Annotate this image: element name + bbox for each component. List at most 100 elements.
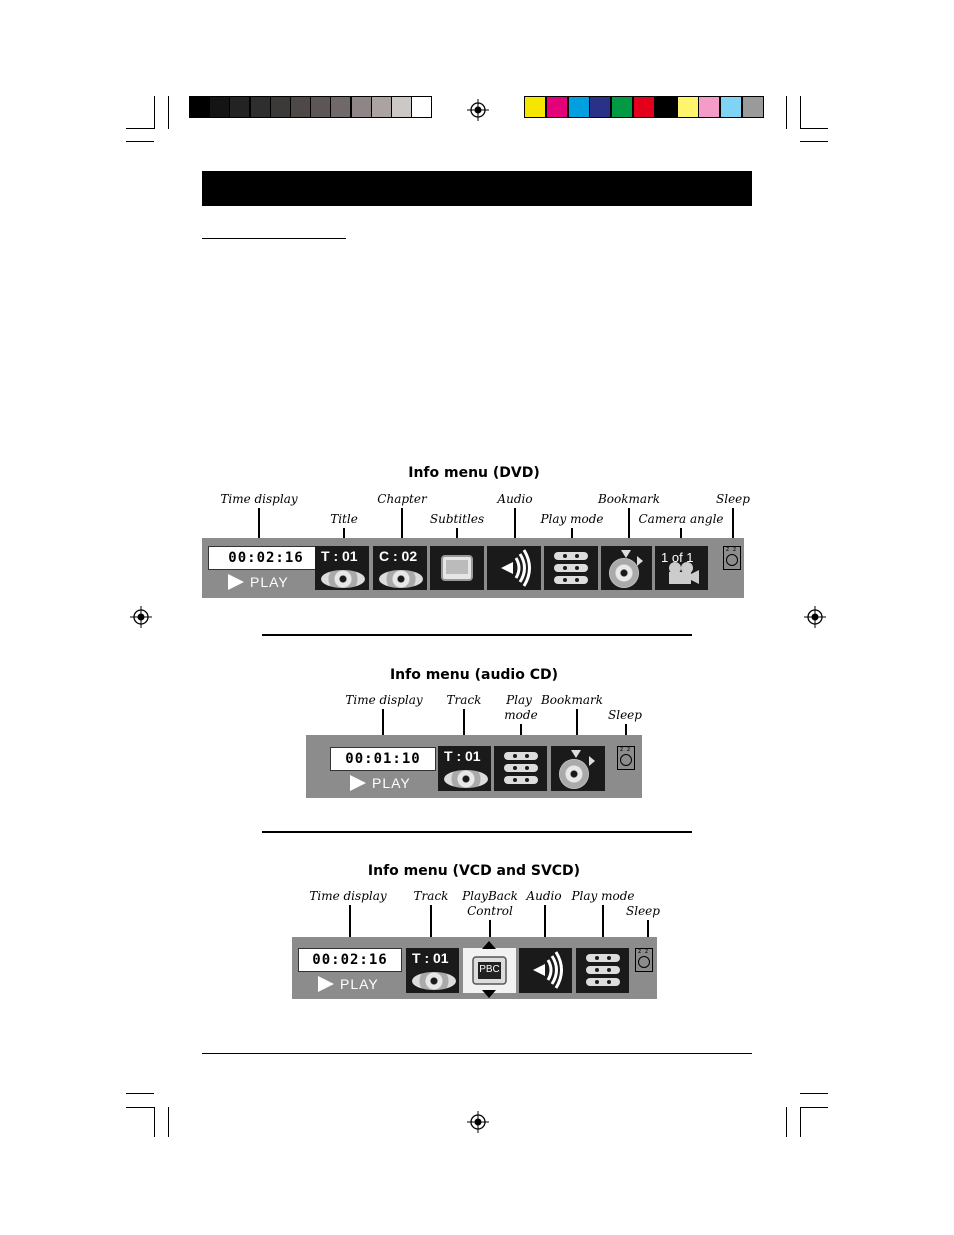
leader-line — [349, 905, 351, 950]
vcd-menu-title: Info menu (VCD and SVCD) — [367, 863, 581, 879]
track-value: T : 01 — [444, 748, 481, 764]
play-label: PLAY — [250, 574, 289, 590]
camera-angle-value: 1 of 1 — [661, 550, 694, 565]
color-swatch — [654, 96, 677, 118]
audio-icon — [501, 549, 531, 587]
registration-mark-icon — [467, 99, 489, 121]
pbc-button[interactable]: PBC — [463, 948, 516, 993]
color-swatch — [391, 96, 412, 118]
color-swatch — [370, 96, 392, 118]
camera-angle-button[interactable]: 1 of 1 — [655, 546, 708, 590]
sleep-button[interactable]: z z — [617, 746, 635, 770]
bookmark-icon — [621, 550, 643, 566]
bookmark-button[interactable] — [601, 546, 652, 590]
section-divider — [262, 634, 692, 636]
dvd-info-panel: 00:02:16 PLAY T : 01 C : 02 — [202, 538, 744, 598]
leader-line — [576, 709, 578, 749]
section-title-bar — [202, 171, 752, 206]
label-pbc: PlayBack — [462, 889, 518, 903]
play-mode-button[interactable] — [544, 546, 598, 590]
sleep-button[interactable]: z z — [635, 948, 653, 972]
color-swatch — [567, 96, 590, 118]
time-display-field[interactable]: 00:02:16 — [208, 546, 324, 570]
arrow-up-icon — [482, 941, 496, 949]
leader-line — [463, 709, 465, 749]
color-swatch — [589, 96, 612, 118]
label-title: Title — [330, 512, 358, 526]
color-swatch — [209, 96, 231, 118]
label-subtitles: Subtitles — [429, 512, 485, 526]
color-swatch — [524, 96, 546, 118]
play-status: PLAY — [350, 774, 411, 791]
color-swatch — [290, 96, 311, 118]
audio-button[interactable] — [487, 546, 541, 590]
play-mode-button[interactable] — [494, 746, 547, 791]
play-status: PLAY — [318, 975, 379, 992]
disc-icon — [609, 558, 639, 588]
play-icon — [350, 774, 366, 791]
play-label: PLAY — [340, 976, 379, 992]
color-swatch — [545, 96, 568, 118]
color-swatch — [720, 96, 743, 118]
color-swatch — [676, 96, 699, 118]
title-button[interactable]: T : 01 — [315, 546, 369, 590]
disc-icon — [379, 570, 423, 588]
time-display-field[interactable]: 00:01:10 — [330, 747, 436, 771]
audio-icon — [533, 951, 563, 989]
registration-mark-icon — [467, 1111, 489, 1133]
leader-line — [602, 905, 604, 950]
pbc-label: PBC — [479, 964, 500, 975]
title-value: T : 01 — [321, 548, 358, 564]
leader-line — [732, 508, 734, 548]
label-play-mode: Play — [506, 693, 532, 707]
leader-line — [514, 508, 516, 548]
leader-line — [544, 905, 546, 950]
label-bookmark: Bookmark — [597, 492, 661, 506]
registration-mark-icon — [804, 606, 826, 628]
leader-line — [430, 905, 432, 950]
track-value: T : 01 — [412, 950, 449, 966]
play-icon — [318, 975, 334, 992]
registration-mark-icon — [130, 606, 152, 628]
time-display-field[interactable]: 00:02:16 — [298, 948, 402, 972]
play-mode-icon — [554, 552, 588, 584]
bookmark-button[interactable] — [551, 746, 605, 791]
label-time-display: Time display — [220, 492, 298, 506]
disc-icon — [444, 770, 488, 788]
audio-cd-menu-title: Info menu (audio CD) — [389, 667, 559, 683]
play-mode-icon — [504, 752, 538, 784]
clock-icon — [620, 754, 632, 766]
play-mode-button[interactable] — [576, 948, 629, 993]
color-swatch — [698, 96, 721, 118]
label-bookmark: Bookmark — [540, 693, 604, 707]
bookmark-icon — [571, 750, 595, 766]
label-sleep: Sleep — [626, 904, 660, 918]
footer-rule — [202, 1053, 752, 1054]
track-button[interactable]: T : 01 — [438, 746, 491, 791]
arrow-down-icon — [482, 990, 496, 998]
play-label: PLAY — [372, 775, 411, 791]
label-track: Track — [413, 889, 449, 903]
label-sleep: Sleep — [716, 492, 750, 506]
label-camera-angle: Camera angle — [638, 512, 724, 526]
color-swatch — [269, 96, 291, 118]
color-swatch — [742, 96, 764, 118]
label-chapter: Chapter — [377, 492, 427, 506]
disc-icon — [559, 759, 589, 789]
track-button[interactable]: T : 01 — [406, 948, 459, 993]
color-swatch — [611, 96, 634, 118]
audio-button[interactable] — [519, 948, 572, 993]
subheading-underline — [202, 238, 346, 239]
chapter-button[interactable]: C : 02 — [373, 546, 427, 590]
label-time-display: Time display — [345, 693, 423, 707]
pbc-icon — [472, 956, 507, 985]
leader-line — [382, 709, 384, 749]
zz-glyph: z z — [638, 948, 650, 955]
label-time-display: Time display — [309, 889, 387, 903]
sleep-button[interactable]: z z — [723, 546, 741, 570]
label-audio: Audio — [526, 889, 562, 903]
subtitles-button[interactable] — [430, 546, 484, 590]
zz-glyph: z z — [620, 746, 632, 753]
disc-icon — [412, 972, 456, 990]
leader-line — [647, 920, 649, 945]
